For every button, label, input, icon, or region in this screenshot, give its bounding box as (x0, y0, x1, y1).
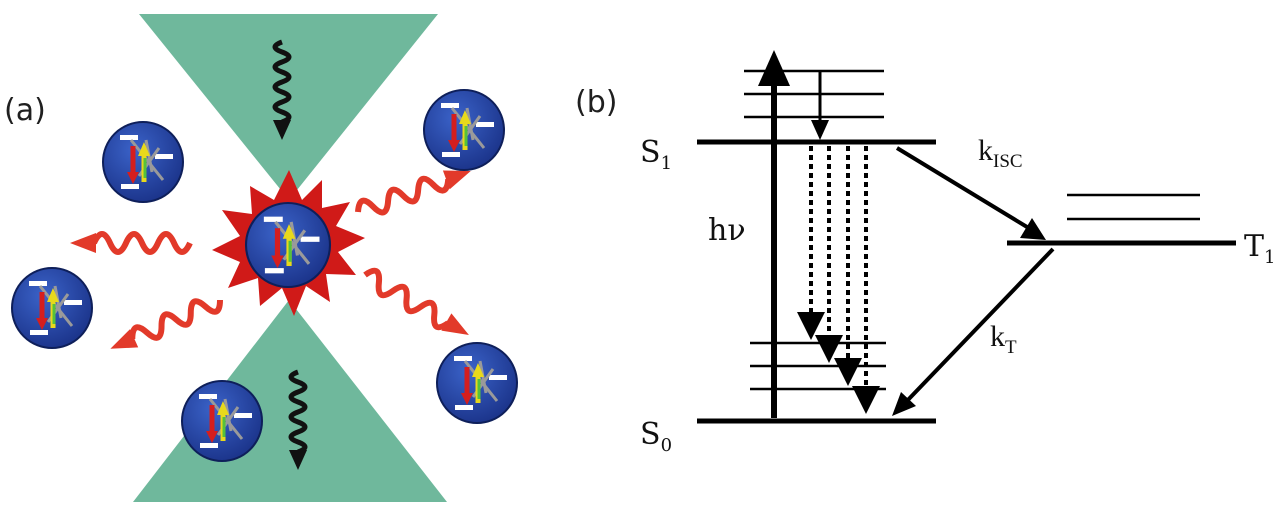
isc-arrowhead (1020, 218, 1046, 240)
absorption-arrowhead (758, 50, 790, 86)
molecule-top-right (424, 90, 504, 170)
triplet-decay-arrowhead (892, 392, 916, 416)
emission-wave-upper-right (355, 162, 475, 222)
fluorescence-arrowhead (815, 335, 843, 363)
s1-label: S1 (640, 135, 672, 174)
emission-wave-lower-left (106, 291, 224, 358)
s0-label: S0 (640, 417, 672, 456)
t1-label: T1 (1244, 229, 1275, 268)
fluorescence-arrowhead (852, 386, 880, 414)
beam-top (139, 14, 438, 200)
emission-wave-lower-right (360, 266, 474, 343)
molecule-top-left (103, 122, 183, 202)
fluorescence-arrowhead (834, 358, 862, 386)
fluorescence-arrowhead (797, 312, 825, 340)
molecule-left (12, 268, 92, 348)
beam-bottom (133, 300, 447, 502)
triplet-decay-arrow (903, 247, 1055, 405)
panel-a: (a) (4, 14, 517, 502)
emission-wave-left (70, 233, 190, 253)
molecule-center (246, 203, 330, 287)
molecule-bottom-right (437, 343, 517, 423)
isc-rate-label: kISC (978, 134, 1023, 172)
triplet-rate-label: kT (990, 320, 1017, 358)
isc-arrow (895, 146, 1034, 232)
panel-b-label: (b) (575, 85, 617, 120)
panel-b: (b) (575, 50, 1275, 456)
excitation-label: hν (708, 213, 746, 248)
molecule-bottom (182, 381, 262, 461)
panel-a-label: (a) (4, 93, 46, 128)
relaxation-arrowhead (811, 120, 829, 140)
